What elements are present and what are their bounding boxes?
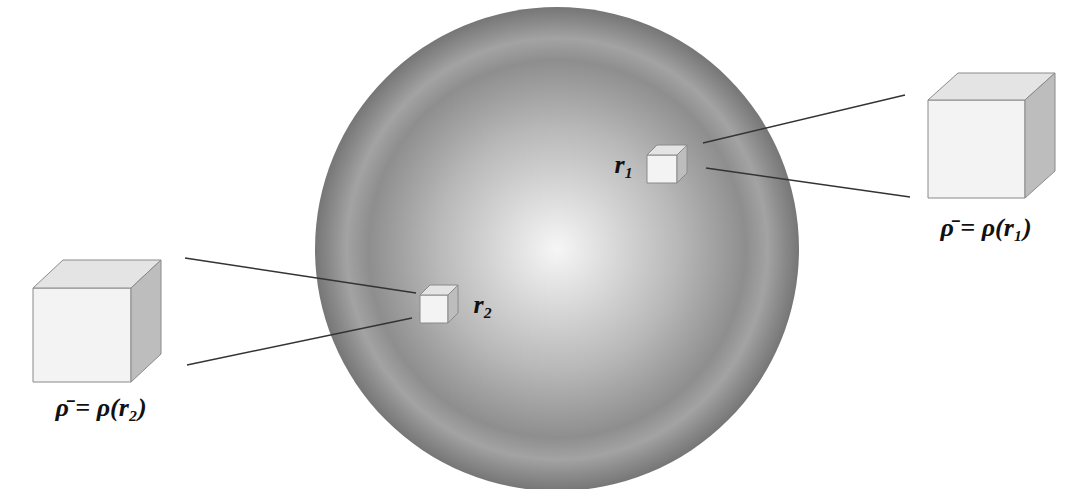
cube-face <box>647 155 677 183</box>
large-cube <box>33 260 161 382</box>
large-cube <box>928 73 1055 198</box>
cube-face <box>33 288 131 382</box>
cube-face <box>131 260 161 382</box>
density-equation: ρ̄ = ρ(r₁) <box>940 214 1031 243</box>
density-sphere <box>315 7 799 489</box>
leader-lines <box>185 95 910 365</box>
leader-line <box>185 258 416 293</box>
small-cube <box>420 285 458 323</box>
cube-face <box>677 145 687 183</box>
leader-line <box>187 318 412 365</box>
cube-face <box>420 295 448 323</box>
position-label: r₁ <box>614 151 633 180</box>
cube-face <box>928 100 1025 198</box>
cube-face <box>1025 73 1055 198</box>
density-equation: ρ̄ = ρ(r₂) <box>55 394 146 423</box>
leader-line <box>706 168 910 197</box>
position-label: r₂ <box>473 291 492 320</box>
leader-line <box>703 95 905 143</box>
small-cube <box>647 145 687 183</box>
cube-face <box>448 285 458 323</box>
